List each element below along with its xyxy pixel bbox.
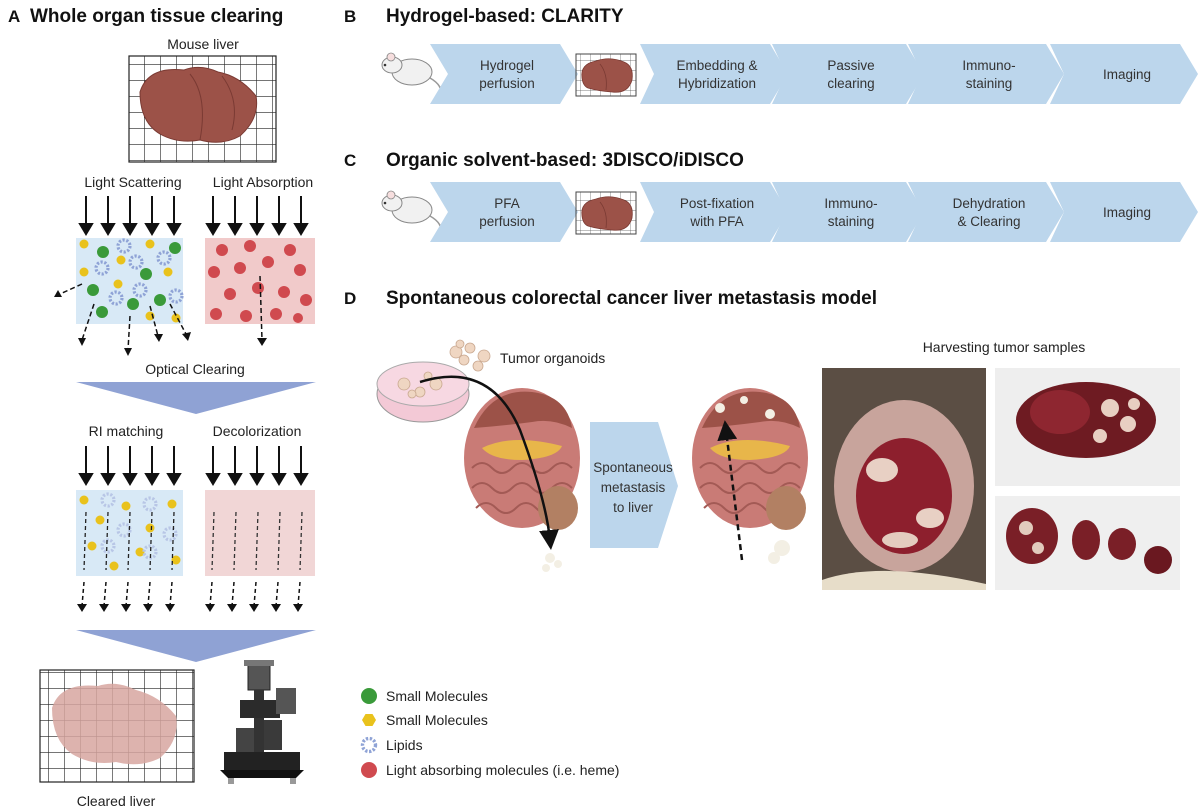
disco-workflow: PFA perfusion Post-fixation with PFA Immuno-… [381,182,1198,242]
panel-b-letter: B [344,7,356,26]
mouse-liver-grid [128,55,277,163]
cleared-liver-label: Cleared liver [77,793,156,809]
yellow-hexagon-icon [362,714,376,726]
transmitted-arrowheads [77,604,303,612]
ri-arrows [78,446,182,486]
panel-b-title: Hydrogel-based: CLARITY [386,6,624,27]
workflow-step-5-arrow [1050,44,1198,104]
workflow-step-2-label: Post-fixation [680,196,754,211]
mouse-icon [381,52,442,97]
panel-c-title: Organic solvent-based: 3DISCO/iDISCO [386,150,744,171]
workflow-step-1-label: Hydrogel [480,58,534,73]
incident-light-arrows-left [78,196,182,236]
workflow-step-3-label: staining [828,214,875,229]
liver-icon [581,196,633,231]
workflow-step-3-arrow [772,44,924,104]
workflow-step-5-arrow [1050,182,1198,242]
workflow-step-4-label: Dehydration [953,196,1026,211]
legend-label-3: Lipids [386,737,423,753]
light-scattering-box [76,238,184,324]
green-circle-icon [361,688,377,704]
workflow-step-4-label: & Clearing [957,214,1020,229]
workflow-step-1-label: perfusion [479,214,535,229]
panel-d-letter: D [344,289,356,308]
photo-excised-liver [995,368,1180,486]
transmitted-arrows [81,581,301,607]
optical-clearing-funnel [76,382,316,414]
light-scattering-label: Light Scattering [84,174,181,190]
legend-label-1: Small Molecules [386,688,488,704]
workflow-step-3-label: Immuno- [824,196,877,211]
panel-a-letter: A [8,7,20,26]
abdomen-before-icon [463,387,581,572]
legend-label-4: Light absorbing molecules (i.e. heme) [386,762,619,778]
dashed-metastasis-arrow [717,420,744,561]
organoid-icon [449,339,491,372]
petri-dish-icon [376,361,470,423]
decolorization-arrows [205,446,309,486]
mouse-liver-label: Mouse liver [167,36,239,52]
harvesting-label: Harvesting tumor samples [923,339,1086,355]
workflow-step-5-label: Imaging [1103,67,1151,82]
cleared-liver-grid [39,669,195,783]
legend-label-2: Small Molecules [386,712,488,728]
metastasis-line-3: to liver [613,500,653,515]
workflow-step-4-arrow [908,44,1064,104]
workflow-step-2-arrow [640,182,788,242]
workflow-step-2-label: Embedding & [676,58,757,73]
mouse-icon [381,190,442,235]
photo-dissected-mouse [822,368,986,590]
ri-matching-box [76,490,183,576]
workflow-step-4-arrow [908,182,1064,242]
ri-matching-label: RI matching [89,423,164,439]
workflow-step-4-label: staining [966,76,1013,91]
clarity-workflow: Hydrogel perfusion Embedding & Hybridizatio… [381,44,1198,104]
workflow-step-1-arrow [430,44,578,104]
decolorization-label: Decolorization [213,423,302,439]
workflow-step-3-label: clearing [827,76,874,91]
clearing-funnel-2 [76,630,316,662]
metastasis-arrow [590,422,678,548]
abdomen-after-icon [691,387,809,564]
workflow-step-2-arrow [640,44,788,104]
light-absorption-label: Light Absorption [213,174,313,190]
tumor-organoids-label: Tumor organoids [500,350,605,366]
panel-c-letter: C [344,151,356,170]
workflow-step-4-label: Immuno- [962,58,1015,73]
optical-clearing-label: Optical Clearing [145,361,245,377]
workflow-step-2-label: with PFA [689,214,743,229]
scattered-arrowheads [54,290,191,356]
lipid-ring-icon [360,736,378,754]
decolorized-box [205,490,315,576]
liver-icon [581,58,633,93]
photo-tumor-pieces [995,496,1180,590]
scattered-light-arrows [59,283,187,351]
workflow-step-1-label: perfusion [479,76,535,91]
workflow-step-3-arrow [772,182,924,242]
workflow-step-5-label: Imaging [1103,205,1151,220]
workflow-step-1-arrow [430,182,578,242]
legend: Small Molecules Small Molecules Lipids L… [360,688,619,778]
metastasis-line-1: Spontaneous [593,460,673,475]
panel-d-title: Spontaneous colorectal cancer liver meta… [386,288,877,309]
panel-a-title: Whole organ tissue clearing [30,6,283,27]
light-absorption-box [205,238,315,346]
light-sheet-microscope-icon [220,660,304,784]
injection-arrow [419,375,559,550]
metastasis-line-2: metastasis [601,480,666,495]
red-circle-icon [361,762,377,778]
incident-light-arrows-right [205,196,309,236]
workflow-step-2-label: Hybridization [678,76,756,91]
workflow-step-1-label: PFA [494,196,520,211]
workflow-step-3-label: Passive [827,58,874,73]
